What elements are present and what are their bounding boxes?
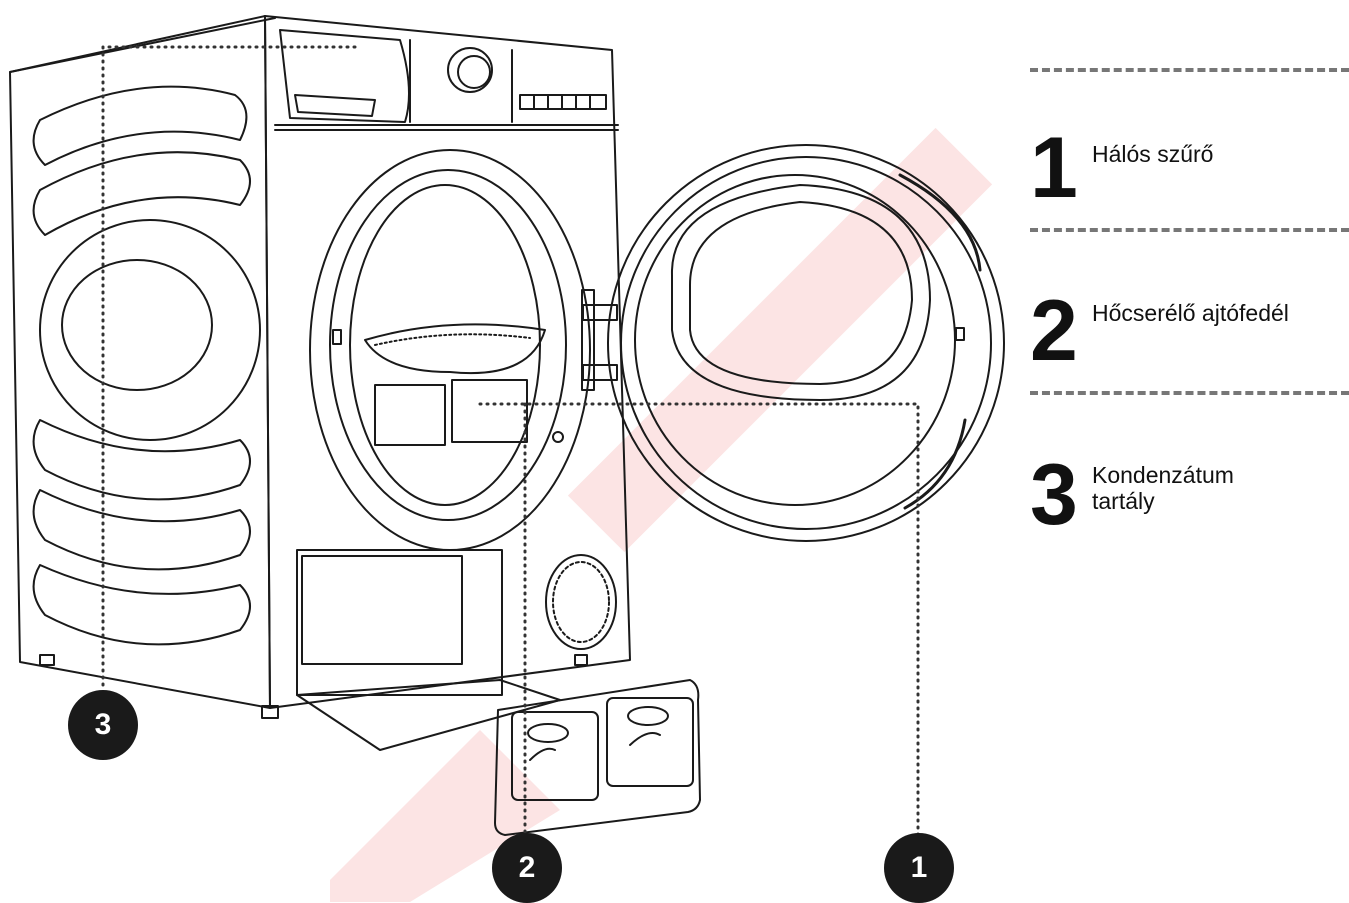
callout-marker-2: 2 [492,833,562,903]
leader-line-3 [103,47,355,685]
legend-item-1: 1 Hálós szűrő [1030,115,1349,205]
legend-item-3: 3 Kondenzátum tartály [1030,448,1349,538]
legend-label-3a: Kondenzátum [1092,462,1234,490]
legend-number-3: 3 [1030,452,1078,538]
callout-marker-3: 3 [68,690,138,760]
legend-item-2: 2 Hőcserélő ajtófedél [1030,278,1349,368]
legend-label-2: Hőcserélő ajtófedél [1092,300,1289,328]
leader-lines [103,47,918,845]
legend-number-1: 1 [1030,125,1078,211]
legend-divider [1030,68,1349,72]
legend-label-1: Hálós szűrő [1092,141,1213,169]
dryer-front-panel [265,16,630,750]
callout-marker-1: 1 [884,833,954,903]
legend-number-2: 2 [1030,288,1078,374]
dryer-side-panel [10,16,278,718]
legend-divider [1030,391,1349,395]
legend-label-3b: tartály [1092,488,1155,516]
legend-divider [1030,228,1349,232]
